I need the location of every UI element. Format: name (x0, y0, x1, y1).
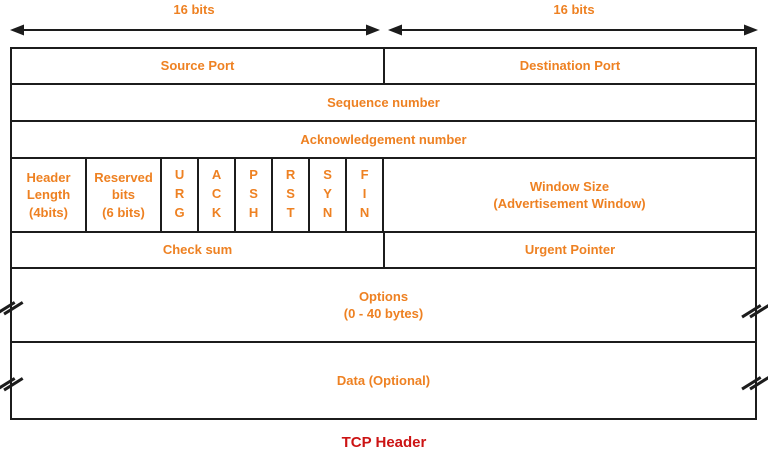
break-mark-icon (741, 300, 768, 322)
right-ruler-label: 16 bits (553, 2, 595, 17)
syn-flag-field: SYN (310, 159, 347, 231)
row-flags: Header Length (4bits) Reserved bits (6 b… (12, 159, 755, 233)
destination-port-field: Destination Port (519, 58, 621, 74)
right-ruler-double-arrow-icon (388, 24, 758, 36)
checksum-field: Check sum (12, 233, 385, 267)
ack-flag-label: ACK (209, 166, 225, 224)
rst-flag-field: RST (273, 159, 310, 231)
break-mark-icon (741, 372, 768, 394)
row-sequence-number: Sequence number (12, 85, 755, 122)
row-ports: Source Port Destination Port (12, 49, 755, 85)
left-ruler-double-arrow-icon (10, 24, 380, 36)
row-data: Data (Optional) (12, 343, 755, 418)
urg-flag-field: URG (162, 159, 199, 231)
row-checksum: Check sum Urgent Pointer (12, 233, 755, 269)
source-port-field: Source Port (12, 49, 385, 83)
fin-flag-field: FIN (347, 159, 384, 231)
break-mark-icon (0, 373, 24, 395)
urgent-pointer-field: Urgent Pointer (524, 242, 616, 258)
break-mark-icon (0, 297, 24, 319)
rst-flag-label: RST (283, 166, 299, 224)
diagram-title: TCP Header (341, 434, 427, 451)
urg-flag-label: URG (172, 166, 188, 224)
options-field: Options (0 - 40 bytes) (343, 288, 424, 321)
window-size-field: Window Size (Advertisement Window) (493, 178, 646, 211)
row-options: Options (0 - 40 bytes) (12, 269, 755, 343)
left-ruler-label: 16 bits (173, 2, 215, 17)
data-field: Data (Optional) (336, 372, 431, 388)
syn-flag-label: SYN (320, 166, 336, 224)
reserved-bits-field: Reserved bits (6 bits) (87, 159, 162, 231)
psh-flag-field: PSH (236, 159, 273, 231)
sequence-number-field: Sequence number (327, 94, 440, 110)
acknowledgement-number-field: Acknowledgement number (300, 131, 467, 147)
fin-flag-label: FIN (357, 166, 373, 224)
ack-flag-field: ACK (199, 159, 236, 231)
psh-flag-label: PSH (246, 166, 262, 224)
tcp-header-table: Source Port Destination Port Sequence nu… (10, 47, 757, 420)
row-acknowledgement-number: Acknowledgement number (12, 122, 755, 159)
header-length-field: Header Length (4bits) (12, 159, 87, 231)
